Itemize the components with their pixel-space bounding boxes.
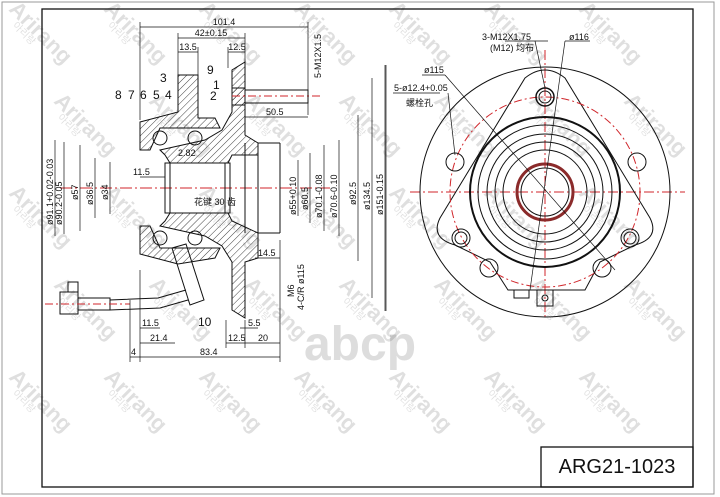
bearing-ball (152, 130, 168, 146)
dim-stud-len: 50.5 (266, 107, 284, 117)
brand-watermark: Arirang (384, 0, 457, 69)
bolt-hole (445, 152, 465, 172)
part-callouts: 1 2 3 4 5 6 7 8 9 10 (115, 63, 220, 329)
callout-1: 1 (213, 78, 220, 92)
bearing-ball (187, 130, 203, 146)
bolt-hole (592, 258, 612, 278)
flange-outer (419, 66, 671, 318)
bolt-hole (627, 152, 647, 172)
dim-left-step: 13.5 (179, 42, 197, 52)
callout-2: 2 (210, 89, 217, 103)
spline-note: 花键 30 齿 (194, 196, 236, 207)
dim-inner-width: 11.5 (133, 167, 150, 177)
bearing-ball (187, 230, 203, 246)
face-view (385, 40, 685, 320)
dim-flange-span: 42±0.15 (195, 28, 227, 38)
callout-4: 4 (165, 88, 172, 102)
bolt-hole (620, 228, 640, 248)
dim-stud: 5-M12X1.5 (313, 34, 323, 78)
dim-right-step: 12.5 (228, 42, 246, 52)
dim-12-5: 12.5 (228, 333, 246, 343)
callout-5: 5 (153, 88, 160, 102)
dim-d57: ø57 (70, 184, 80, 200)
bolt-holes-sub: 螺栓孔 (406, 97, 433, 108)
part-number: ARG21-1023 (559, 456, 676, 478)
dim-d55: ø55+0.10 (288, 177, 298, 215)
drawing-frame (41, 8, 694, 488)
center-bore (515, 162, 575, 222)
abcp-watermark: abcp (304, 318, 416, 371)
dim-d90: ø90.2-0.05 (54, 181, 64, 225)
callout-6: 6 (140, 88, 147, 102)
callout-8: 8 (115, 88, 122, 102)
dim-d70-6: ø70.6-0.10 (329, 174, 339, 218)
dim-d70-1: ø70.1-0.08 (314, 174, 324, 218)
dim-chamfer: 2.82 (178, 148, 196, 158)
pcd-circle (449, 96, 641, 288)
thread-note-2: 4-C/R ø115 (296, 264, 306, 310)
dim-d60: ø60.5 (300, 187, 310, 210)
brand-watermark: Arirang (289, 0, 362, 69)
pcd-116-label: ø116 (569, 32, 589, 42)
bolt-hole (451, 228, 471, 248)
face-view-text: 3-M12X1.75 (M12) 均布 ø116 ø115 5-ø12.4+0.… (394, 32, 589, 108)
callout-7: 7 (128, 88, 135, 102)
dim-d92: ø92.5 (348, 182, 358, 205)
sensor-port (536, 289, 554, 307)
dim-5-5: 5.5 (248, 318, 261, 328)
callout-10: 10 (198, 315, 212, 329)
threaded-holes-label: 3-M12X1.75 (482, 32, 531, 42)
bolt-holes-label: 5-ø12.4+0.05 (394, 83, 448, 93)
dim-d151: ø151-0.15 (375, 174, 385, 215)
dim-d134: ø134.5 (362, 182, 372, 210)
dim-14-5: 14.5 (258, 248, 276, 258)
dim-d91: ø91.1+0.02-0.03 (45, 159, 55, 225)
dim-20: 20 (258, 333, 268, 343)
dim-d36: ø36.5 (85, 182, 95, 205)
flange-triangle (436, 69, 654, 291)
brand-watermark: Arirang (99, 0, 172, 69)
dim-83-4: 83.4 (200, 347, 218, 357)
dim-4: 4 (131, 347, 136, 357)
abs-sensor (171, 243, 205, 306)
bearing-ball (152, 230, 168, 246)
section-dimension-text: 101.4 42±0.15 13.5 12.5 5-M12X1.5 50.5 2… (45, 17, 385, 357)
dim-d34: ø34 (100, 184, 110, 200)
dim-21-4: 21.4 (150, 333, 168, 343)
title-block (540, 446, 694, 488)
section-view (45, 22, 386, 362)
callout-9: 9 (207, 63, 214, 77)
thread-note: M6 (286, 284, 296, 297)
outer-race-upper (139, 74, 221, 151)
threaded-holes-sub: (M12) 均布 (490, 42, 534, 53)
outer-race-lower (139, 225, 221, 265)
brand-watermark: Arirang (4, 0, 77, 69)
dim-overall: 101.4 (213, 17, 236, 27)
bolt-hole (479, 258, 499, 278)
hub-bore (164, 162, 231, 214)
pcd-115-label: ø115 (424, 65, 444, 75)
dim-11-5: 11.5 (142, 318, 159, 328)
callout-3: 3 (160, 71, 167, 85)
